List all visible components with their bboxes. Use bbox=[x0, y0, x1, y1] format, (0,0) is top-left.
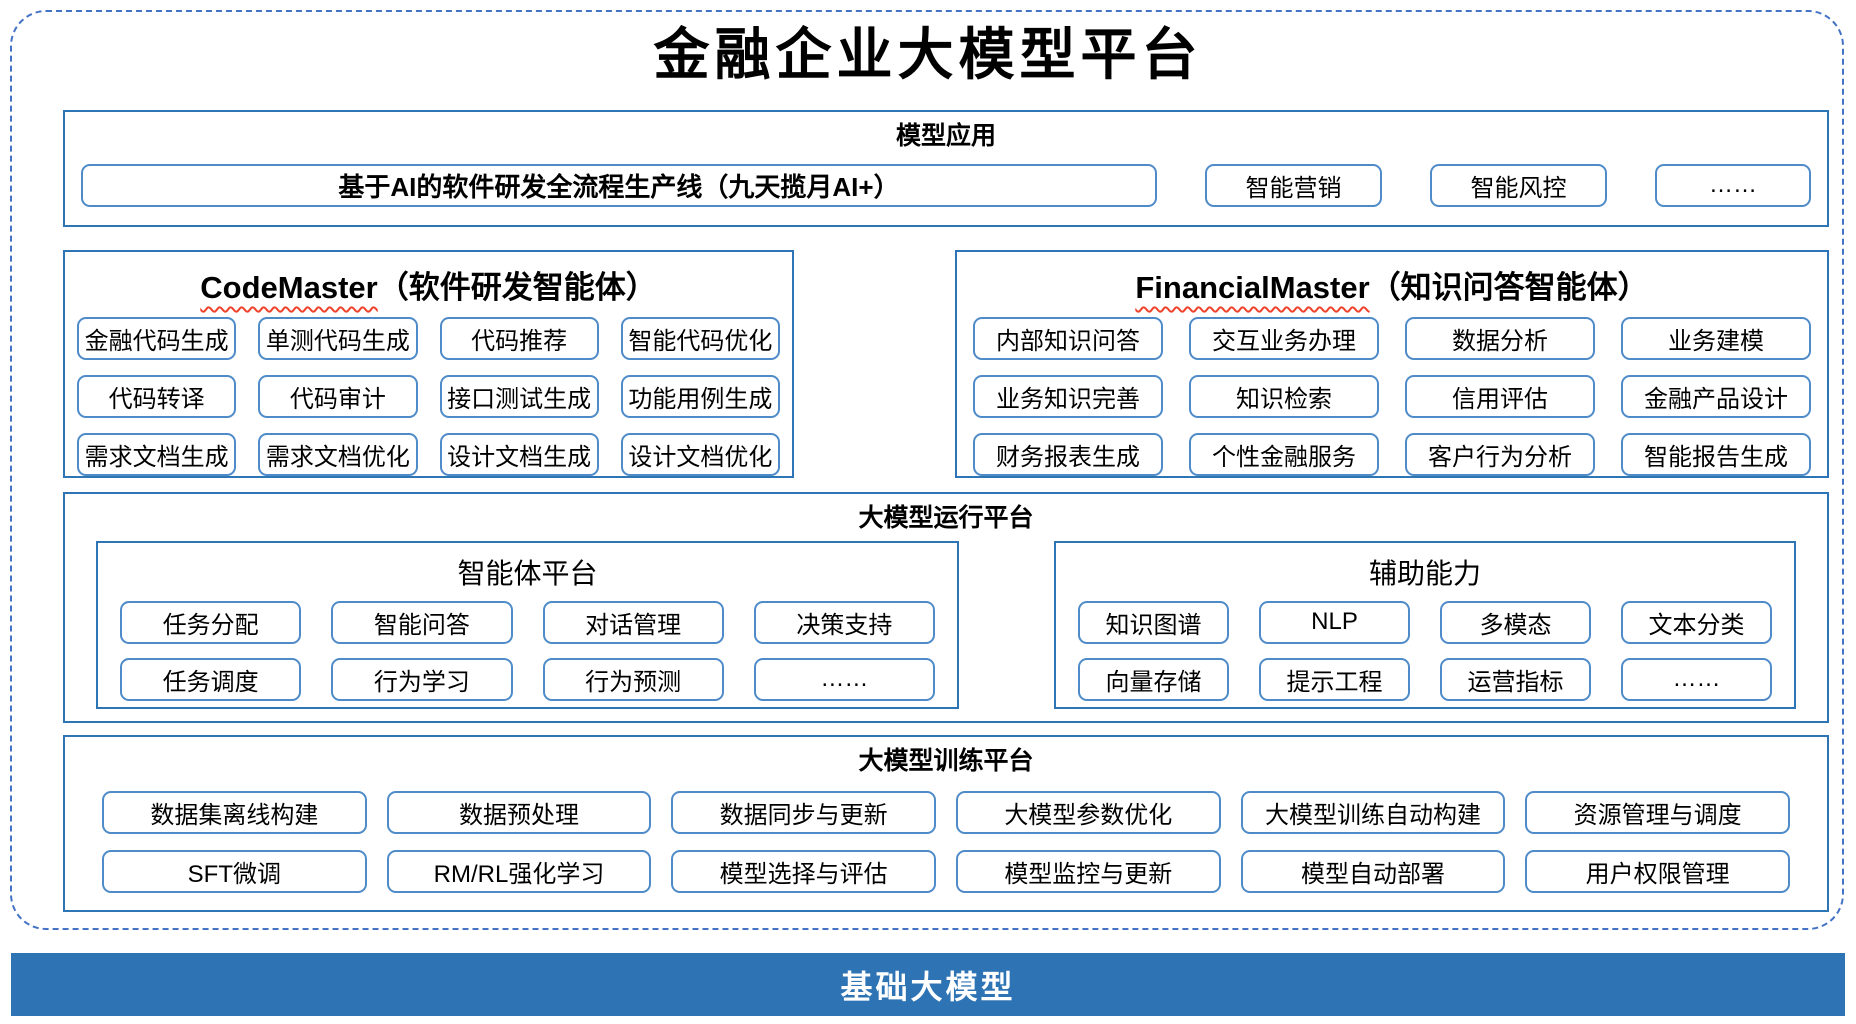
training-item-box: 模型自动部署 bbox=[1240, 849, 1506, 893]
agent-platform-item-box: 智能问答 bbox=[331, 600, 513, 644]
agents-row: CodeMaster（软件研发智能体） 金融代码生成 单测代码生成 代码推荐 智… bbox=[63, 250, 1829, 478]
codemaster-item-box: 需求文档优化 bbox=[258, 433, 418, 476]
financialmaster-item-box: 业务知识完善 bbox=[973, 375, 1163, 418]
training-item-box: SFT微调 bbox=[102, 849, 367, 893]
financialmaster-item-box: 智能报告生成 bbox=[1621, 433, 1811, 476]
agent-platform-subpanel: 智能体平台 任务分配 智能问答 对话管理 决策支持 任务调度 行为学习 行为预测… bbox=[96, 540, 959, 709]
codemaster-item-box: 代码审计 bbox=[258, 375, 418, 418]
agent-platform-header: 智能体平台 bbox=[457, 557, 598, 589]
foundation-model-label: 基础大模型 bbox=[840, 968, 1016, 1005]
agent-platform-item-box: 对话管理 bbox=[542, 600, 724, 644]
codemaster-item-box: 金融代码生成 bbox=[77, 317, 237, 360]
training-item-box: RM/RL强化学习 bbox=[386, 849, 652, 893]
auxiliary-item-box: 文本分类 bbox=[1621, 600, 1772, 644]
auxiliary-item-box: 多模态 bbox=[1440, 600, 1591, 644]
model-apps-header: 模型应用 bbox=[895, 122, 996, 150]
agent-platform-grid: 任务分配 智能问答 对话管理 决策支持 任务调度 行为学习 行为预测 …… bbox=[98, 592, 957, 701]
training-platform-grid: 数据集离线构建 数据预处理 数据同步与更新 大模型参数优化 大模型训练自动构建 … bbox=[65, 778, 1827, 893]
training-item-box: 大模型训练自动构建 bbox=[1240, 790, 1506, 834]
financialmaster-item-box: 信用评估 bbox=[1405, 375, 1595, 418]
agent-platform-item-box: 任务调度 bbox=[120, 657, 302, 701]
codemaster-panel: CodeMaster（软件研发智能体） 金融代码生成 单测代码生成 代码推荐 智… bbox=[63, 250, 794, 478]
app-item-ellipsis-box: …… bbox=[1655, 163, 1811, 207]
financialmaster-title-en: FinancialMaster bbox=[1135, 270, 1370, 305]
codemaster-header: CodeMaster（软件研发智能体） bbox=[65, 252, 792, 307]
auxiliary-item-box: 运营指标 bbox=[1440, 657, 1591, 701]
codemaster-item-box: 需求文档生成 bbox=[77, 433, 237, 476]
agent-platform-item-ellipsis-box: …… bbox=[753, 657, 935, 701]
app-item-box: 智能风控 bbox=[1430, 163, 1607, 207]
financialmaster-panel: FinancialMaster（知识问答智能体） 内部知识问答 交互业务办理 数… bbox=[955, 250, 1829, 478]
financialmaster-item-box: 金融产品设计 bbox=[1621, 375, 1811, 418]
training-platform-panel: 大模型训练平台 数据集离线构建 数据预处理 数据同步与更新 大模型参数优化 大模… bbox=[63, 735, 1829, 912]
codemaster-item-box: 智能代码优化 bbox=[620, 317, 780, 360]
auxiliary-item-ellipsis-box: …… bbox=[1621, 657, 1772, 701]
codemaster-item-box: 设计文档优化 bbox=[620, 433, 780, 476]
app-item-box: 智能营销 bbox=[1205, 163, 1382, 207]
runtime-platform-panel: 大模型运行平台 智能体平台 任务分配 智能问答 对话管理 决策支持 任务调度 行… bbox=[63, 492, 1829, 723]
training-item-box: 模型监控与更新 bbox=[955, 849, 1221, 893]
runtime-row: 智能体平台 任务分配 智能问答 对话管理 决策支持 任务调度 行为学习 行为预测… bbox=[65, 535, 1827, 709]
training-item-box: 数据预处理 bbox=[386, 790, 652, 834]
auxiliary-item-box: 向量存储 bbox=[1078, 657, 1229, 701]
training-item-box: 数据集离线构建 bbox=[102, 790, 367, 834]
training-item-box: 数据同步与更新 bbox=[671, 790, 936, 834]
agent-platform-item-box: 任务分配 bbox=[120, 600, 302, 644]
financialmaster-item-box: 数据分析 bbox=[1405, 317, 1595, 360]
auxiliary-subpanel: 辅助能力 知识图谱 NLP 多模态 文本分类 向量存储 提示工程 运营指标 …… bbox=[1054, 540, 1796, 709]
codemaster-item-box: 单测代码生成 bbox=[258, 317, 418, 360]
financialmaster-item-box: 知识检索 bbox=[1189, 375, 1379, 418]
financialmaster-item-box: 客户行为分析 bbox=[1405, 433, 1595, 476]
auxiliary-grid: 知识图谱 NLP 多模态 文本分类 向量存储 提示工程 运营指标 …… bbox=[1056, 592, 1794, 701]
foundation-model-bar: 基础大模型 bbox=[11, 953, 1845, 1016]
codemaster-title-en: CodeMaster bbox=[200, 270, 378, 305]
training-item-box: 大模型参数优化 bbox=[955, 790, 1221, 834]
codemaster-item-box: 接口测试生成 bbox=[439, 375, 599, 418]
app-main-pipeline-box: 基于AI的软件研发全流程生产线（九天揽月AI+） bbox=[81, 163, 1157, 207]
model-apps-row: 基于AI的软件研发全流程生产线（九天揽月AI+） 智能营销 智能风控 …… bbox=[65, 153, 1827, 207]
financialmaster-grid: 内部知识问答 交互业务办理 数据分析 业务建模 业务知识完善 知识检索 信用评估… bbox=[957, 307, 1827, 476]
runtime-platform-header: 大模型运行平台 bbox=[858, 504, 1034, 532]
auxiliary-item-box: 提示工程 bbox=[1259, 657, 1410, 701]
codemaster-item-box: 代码推荐 bbox=[439, 317, 599, 360]
financialmaster-item-box: 财务报表生成 bbox=[973, 433, 1163, 476]
agent-platform-item-box: 行为学习 bbox=[331, 657, 513, 701]
financialmaster-item-box: 内部知识问答 bbox=[973, 317, 1163, 360]
training-item-box: 用户权限管理 bbox=[1525, 849, 1790, 893]
agent-platform-item-box: 行为预测 bbox=[542, 657, 724, 701]
financialmaster-title-zh: （知识问答智能体） bbox=[1369, 270, 1649, 305]
auxiliary-item-box: 知识图谱 bbox=[1078, 600, 1229, 644]
training-platform-header: 大模型训练平台 bbox=[858, 747, 1034, 775]
page-title: 金融企业大模型平台 bbox=[653, 22, 1203, 88]
auxiliary-item-box: NLP bbox=[1259, 600, 1410, 644]
codemaster-item-box: 功能用例生成 bbox=[620, 375, 780, 418]
financialmaster-item-box: 业务建模 bbox=[1621, 317, 1811, 360]
financialmaster-item-box: 个性金融服务 bbox=[1189, 433, 1379, 476]
codemaster-title-zh: （软件研发智能体） bbox=[377, 270, 657, 305]
financialmaster-item-box: 交互业务办理 bbox=[1189, 317, 1379, 360]
auxiliary-header: 辅助能力 bbox=[1368, 557, 1481, 589]
financialmaster-header: FinancialMaster（知识问答智能体） bbox=[957, 252, 1827, 307]
codemaster-item-box: 代码转译 bbox=[77, 375, 237, 418]
codemaster-grid: 金融代码生成 单测代码生成 代码推荐 智能代码优化 代码转译 代码审计 接口测试… bbox=[65, 307, 792, 476]
outer-dashed-frame bbox=[10, 10, 1844, 930]
training-item-box: 资源管理与调度 bbox=[1525, 790, 1790, 834]
codemaster-item-box: 设计文档生成 bbox=[439, 433, 599, 476]
training-item-box: 模型选择与评估 bbox=[671, 849, 936, 893]
model-apps-panel: 模型应用 基于AI的软件研发全流程生产线（九天揽月AI+） 智能营销 智能风控 … bbox=[63, 110, 1829, 227]
agent-platform-item-box: 决策支持 bbox=[753, 600, 935, 644]
